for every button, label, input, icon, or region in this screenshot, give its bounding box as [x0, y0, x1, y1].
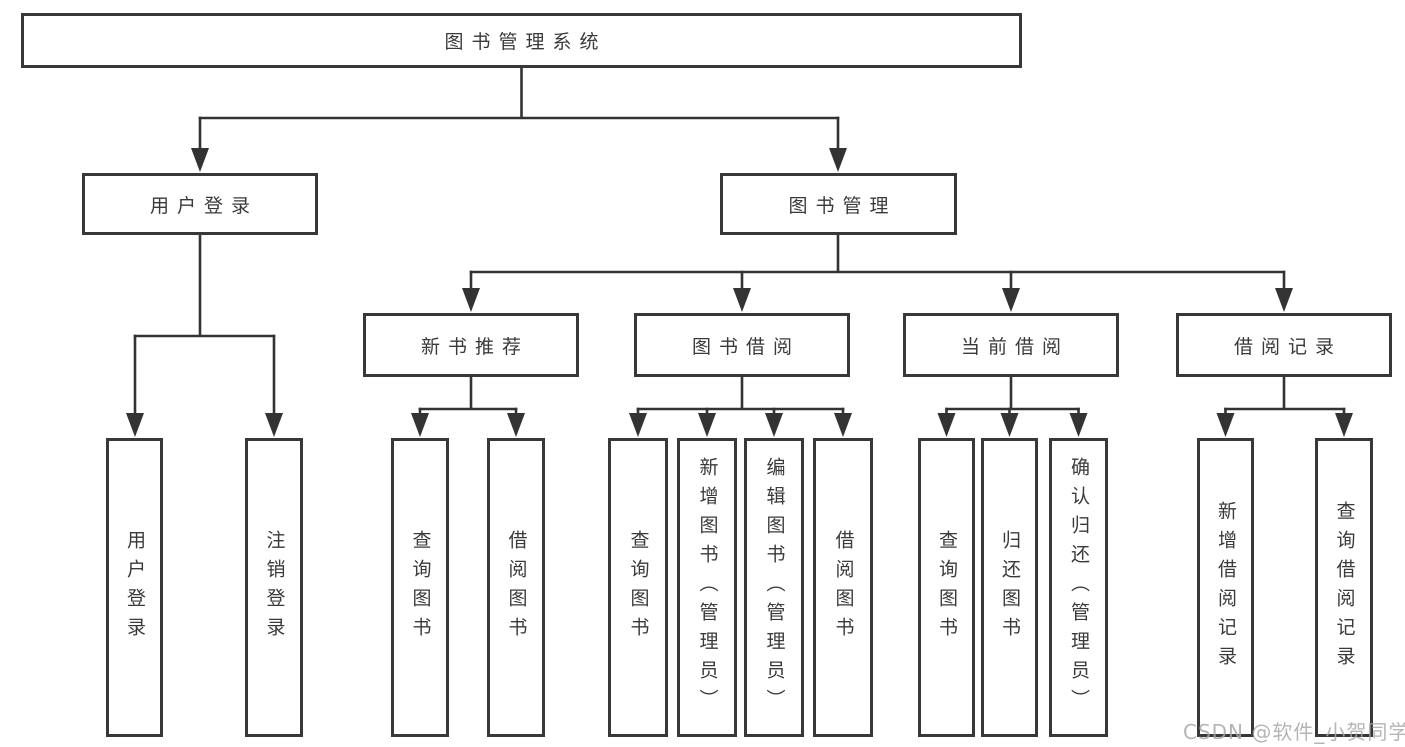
connector-book-mgmt-stem [469, 233, 1286, 274]
node-current-borrow: 当前借阅 [903, 313, 1119, 377]
leaf-user-login-label: 用户登录 [124, 529, 146, 646]
arrowhead-borrow-records [1275, 288, 1293, 312]
leaf-bb-edit-books-admin: 编辑图书（管理员） [744, 438, 804, 737]
arrowhead-bb-borrow [834, 413, 852, 437]
leaf-cb-return-books: 归还图书 [981, 438, 1038, 737]
arrowhead-bb-edit [765, 413, 783, 437]
leaf-br-query-record: 查询借阅记录 [1315, 438, 1373, 737]
connector-root-stem [198, 66, 840, 120]
arrowhead-br-query [1335, 413, 1353, 437]
leaf-cb-confirm-return-admin: 确认归还（管理员） [1049, 438, 1108, 737]
leaf-user-login: 用户登录 [106, 438, 163, 737]
leaf-nbr-borrow-books-label: 借阅图书 [505, 529, 528, 646]
connector-new-book-stem [418, 375, 518, 411]
node-borrow-records: 借阅记录 [1176, 313, 1392, 377]
leaf-cb-query-books: 查询图书 [918, 438, 975, 737]
leaf-bb-edit-books-admin-label: 编辑图书（管理员） [763, 457, 786, 718]
arrowhead-bb-add [698, 413, 716, 437]
node-user-login-branch: 用户登录 [82, 173, 318, 235]
leaf-logout: 注销登录 [245, 438, 303, 737]
arrowhead-cb-confirm [1069, 413, 1088, 437]
leaf-logout-label: 注销登录 [263, 529, 286, 646]
node-book-management: 图书管理 [720, 173, 957, 235]
arrowhead-cb-query [937, 413, 956, 437]
watermark-text: CSDN @软件_小贺同学 [1183, 720, 1405, 744]
arrowhead-nbr-query [411, 413, 429, 437]
leaf-br-query-record-label: 查询借阅记录 [1333, 500, 1356, 675]
leaf-bb-query-books: 查询图书 [608, 438, 668, 737]
leaf-cb-return-books-label: 归还图书 [999, 529, 1021, 646]
arrowhead-leaf-logout [265, 413, 283, 437]
connector-current-borrow-stem [945, 375, 1080, 411]
leaf-nbr-borrow-books: 借阅图书 [487, 438, 545, 737]
node-book-borrow: 图书借阅 [634, 313, 850, 377]
arrowhead-cb-return [1000, 413, 1019, 437]
arrowhead-br-add [1216, 413, 1235, 437]
arrowhead-book-mgmt [829, 148, 847, 172]
leaf-br-add-record: 新增借阅记录 [1197, 438, 1254, 737]
leaf-cb-confirm-return-admin-label: 确认归还（管理员） [1068, 457, 1090, 718]
arrowhead-book-borrow [733, 288, 751, 312]
arrowhead-user-login [191, 148, 209, 172]
arrowhead-current-borrow [1002, 288, 1020, 312]
connector-borrow-records-stem [1224, 375, 1346, 411]
leaf-nbr-query-books-label: 查询图书 [409, 529, 432, 646]
leaf-br-add-record-label: 新增借阅记录 [1215, 500, 1237, 675]
node-root: 图书管理系统 [21, 13, 1022, 68]
leaf-bb-add-books-admin-label: 新增图书（管理员） [696, 457, 719, 718]
arrowhead-leaf-user-login [126, 413, 144, 437]
leaf-bb-borrow-books: 借阅图书 [813, 438, 873, 737]
connector-book-borrow-stem [636, 375, 845, 411]
connector-user-login-stem [133, 233, 276, 338]
leaf-bb-borrow-books-label: 借阅图书 [832, 529, 855, 646]
leaf-bb-query-books-label: 查询图书 [627, 529, 650, 646]
leaf-bb-add-books-admin: 新增图书（管理员） [677, 438, 737, 737]
arrowhead-new-book-recommend [462, 288, 480, 312]
node-new-book-recommend: 新书推荐 [363, 313, 579, 377]
arrowhead-nbr-borrow [507, 413, 525, 437]
leaf-cb-query-books-label: 查询图书 [936, 529, 958, 646]
arrowhead-bb-query [629, 413, 647, 437]
leaf-nbr-query-books: 查询图书 [391, 438, 449, 737]
